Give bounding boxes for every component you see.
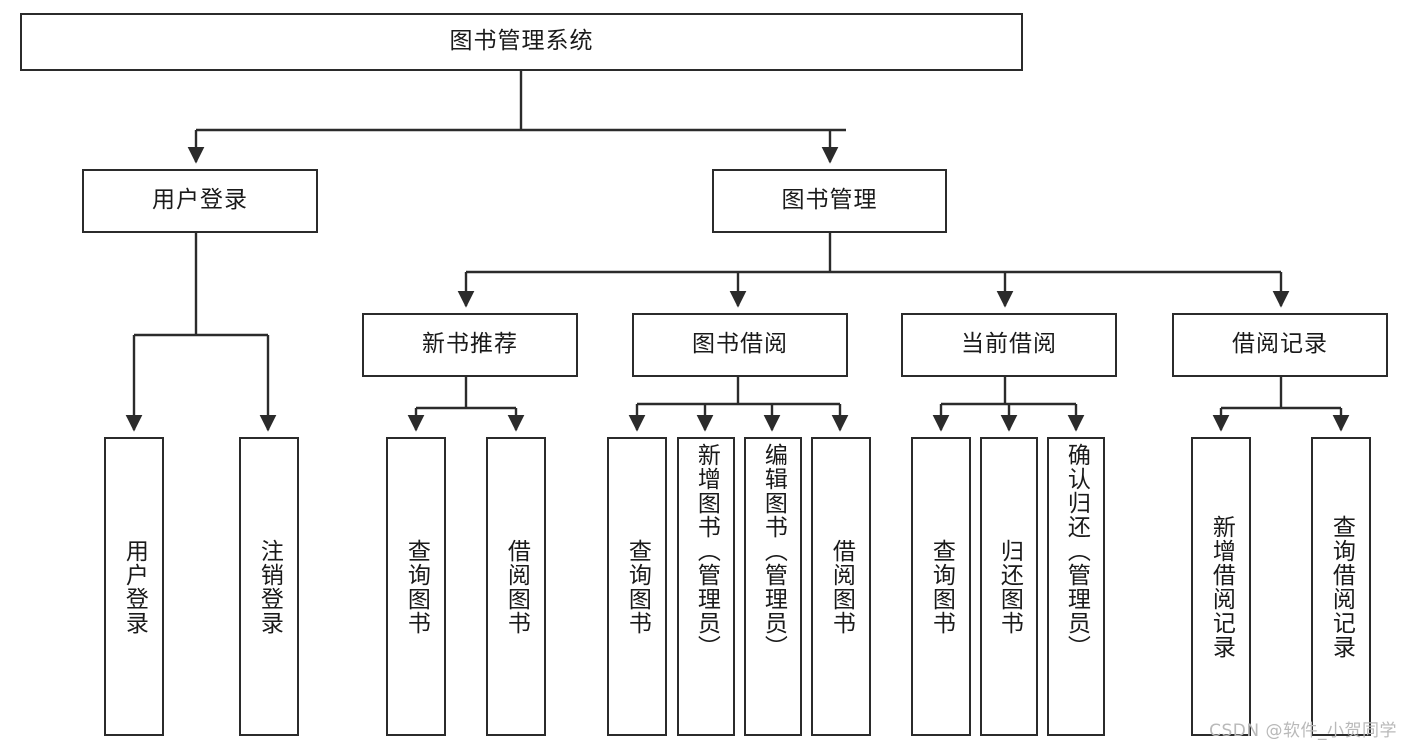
node-leaf-confirm-return-label: 确认归还（管理员） bbox=[1063, 443, 1090, 659]
node-leaf-user-login[interactable]: 用户登录 bbox=[104, 437, 164, 736]
node-book-manage-label: 图书管理 bbox=[781, 187, 878, 214]
node-borrow-record-label: 借阅记录 bbox=[1232, 331, 1328, 358]
node-leaf-return-book-label: 归还图书 bbox=[996, 538, 1023, 635]
node-user-login[interactable]: 用户登录 bbox=[82, 169, 318, 233]
node-root-label: 图书管理系统 bbox=[449, 28, 594, 55]
node-new-book-rec[interactable]: 新书推荐 bbox=[362, 313, 578, 377]
node-leaf-query-book-3[interactable]: 查询图书 bbox=[911, 437, 971, 736]
node-leaf-add-book-label: 新增图书（管理员） bbox=[693, 443, 720, 659]
node-leaf-borrow-book-1[interactable]: 借阅图书 bbox=[486, 437, 546, 736]
node-leaf-borrow-book-1-label: 借阅图书 bbox=[503, 538, 530, 635]
node-leaf-query-book-1[interactable]: 查询图书 bbox=[386, 437, 446, 736]
node-book-manage[interactable]: 图书管理 bbox=[712, 169, 947, 233]
node-leaf-query-book-2[interactable]: 查询图书 bbox=[607, 437, 667, 736]
node-borrow-record[interactable]: 借阅记录 bbox=[1172, 313, 1388, 377]
node-leaf-borrow-book-2[interactable]: 借阅图书 bbox=[811, 437, 871, 736]
node-leaf-add-book[interactable]: 新增图书（管理员） bbox=[677, 437, 735, 736]
node-leaf-query-book-1-label: 查询图书 bbox=[403, 538, 430, 635]
node-book-borrow-label: 图书借阅 bbox=[692, 331, 788, 358]
node-current-borrow-label: 当前借阅 bbox=[961, 331, 1057, 358]
node-leaf-borrow-book-2-label: 借阅图书 bbox=[828, 538, 855, 635]
node-leaf-add-record-label: 新增借阅记录 bbox=[1208, 514, 1235, 659]
node-book-borrow[interactable]: 图书借阅 bbox=[632, 313, 848, 377]
node-leaf-return-book[interactable]: 归还图书 bbox=[980, 437, 1038, 736]
node-leaf-edit-book-label: 编辑图书（管理员） bbox=[760, 443, 787, 659]
node-current-borrow[interactable]: 当前借阅 bbox=[901, 313, 1117, 377]
node-leaf-query-record[interactable]: 查询借阅记录 bbox=[1311, 437, 1371, 736]
node-leaf-query-book-3-label: 查询图书 bbox=[928, 538, 955, 635]
node-root[interactable]: 图书管理系统 bbox=[20, 13, 1023, 71]
node-leaf-confirm-return[interactable]: 确认归还（管理员） bbox=[1047, 437, 1105, 736]
node-leaf-logout[interactable]: 注销登录 bbox=[239, 437, 299, 736]
node-leaf-user-login-label: 用户登录 bbox=[121, 538, 148, 635]
node-leaf-logout-label: 注销登录 bbox=[256, 538, 283, 635]
node-leaf-query-book-2-label: 查询图书 bbox=[624, 538, 651, 635]
node-leaf-edit-book[interactable]: 编辑图书（管理员） bbox=[744, 437, 802, 736]
node-new-book-rec-label: 新书推荐 bbox=[422, 331, 518, 358]
node-user-login-label: 用户登录 bbox=[152, 187, 248, 214]
node-leaf-query-record-label: 查询借阅记录 bbox=[1328, 514, 1355, 659]
node-leaf-add-record[interactable]: 新增借阅记录 bbox=[1191, 437, 1251, 736]
watermark: CSDN @软件_小贺同学 bbox=[1209, 721, 1397, 741]
